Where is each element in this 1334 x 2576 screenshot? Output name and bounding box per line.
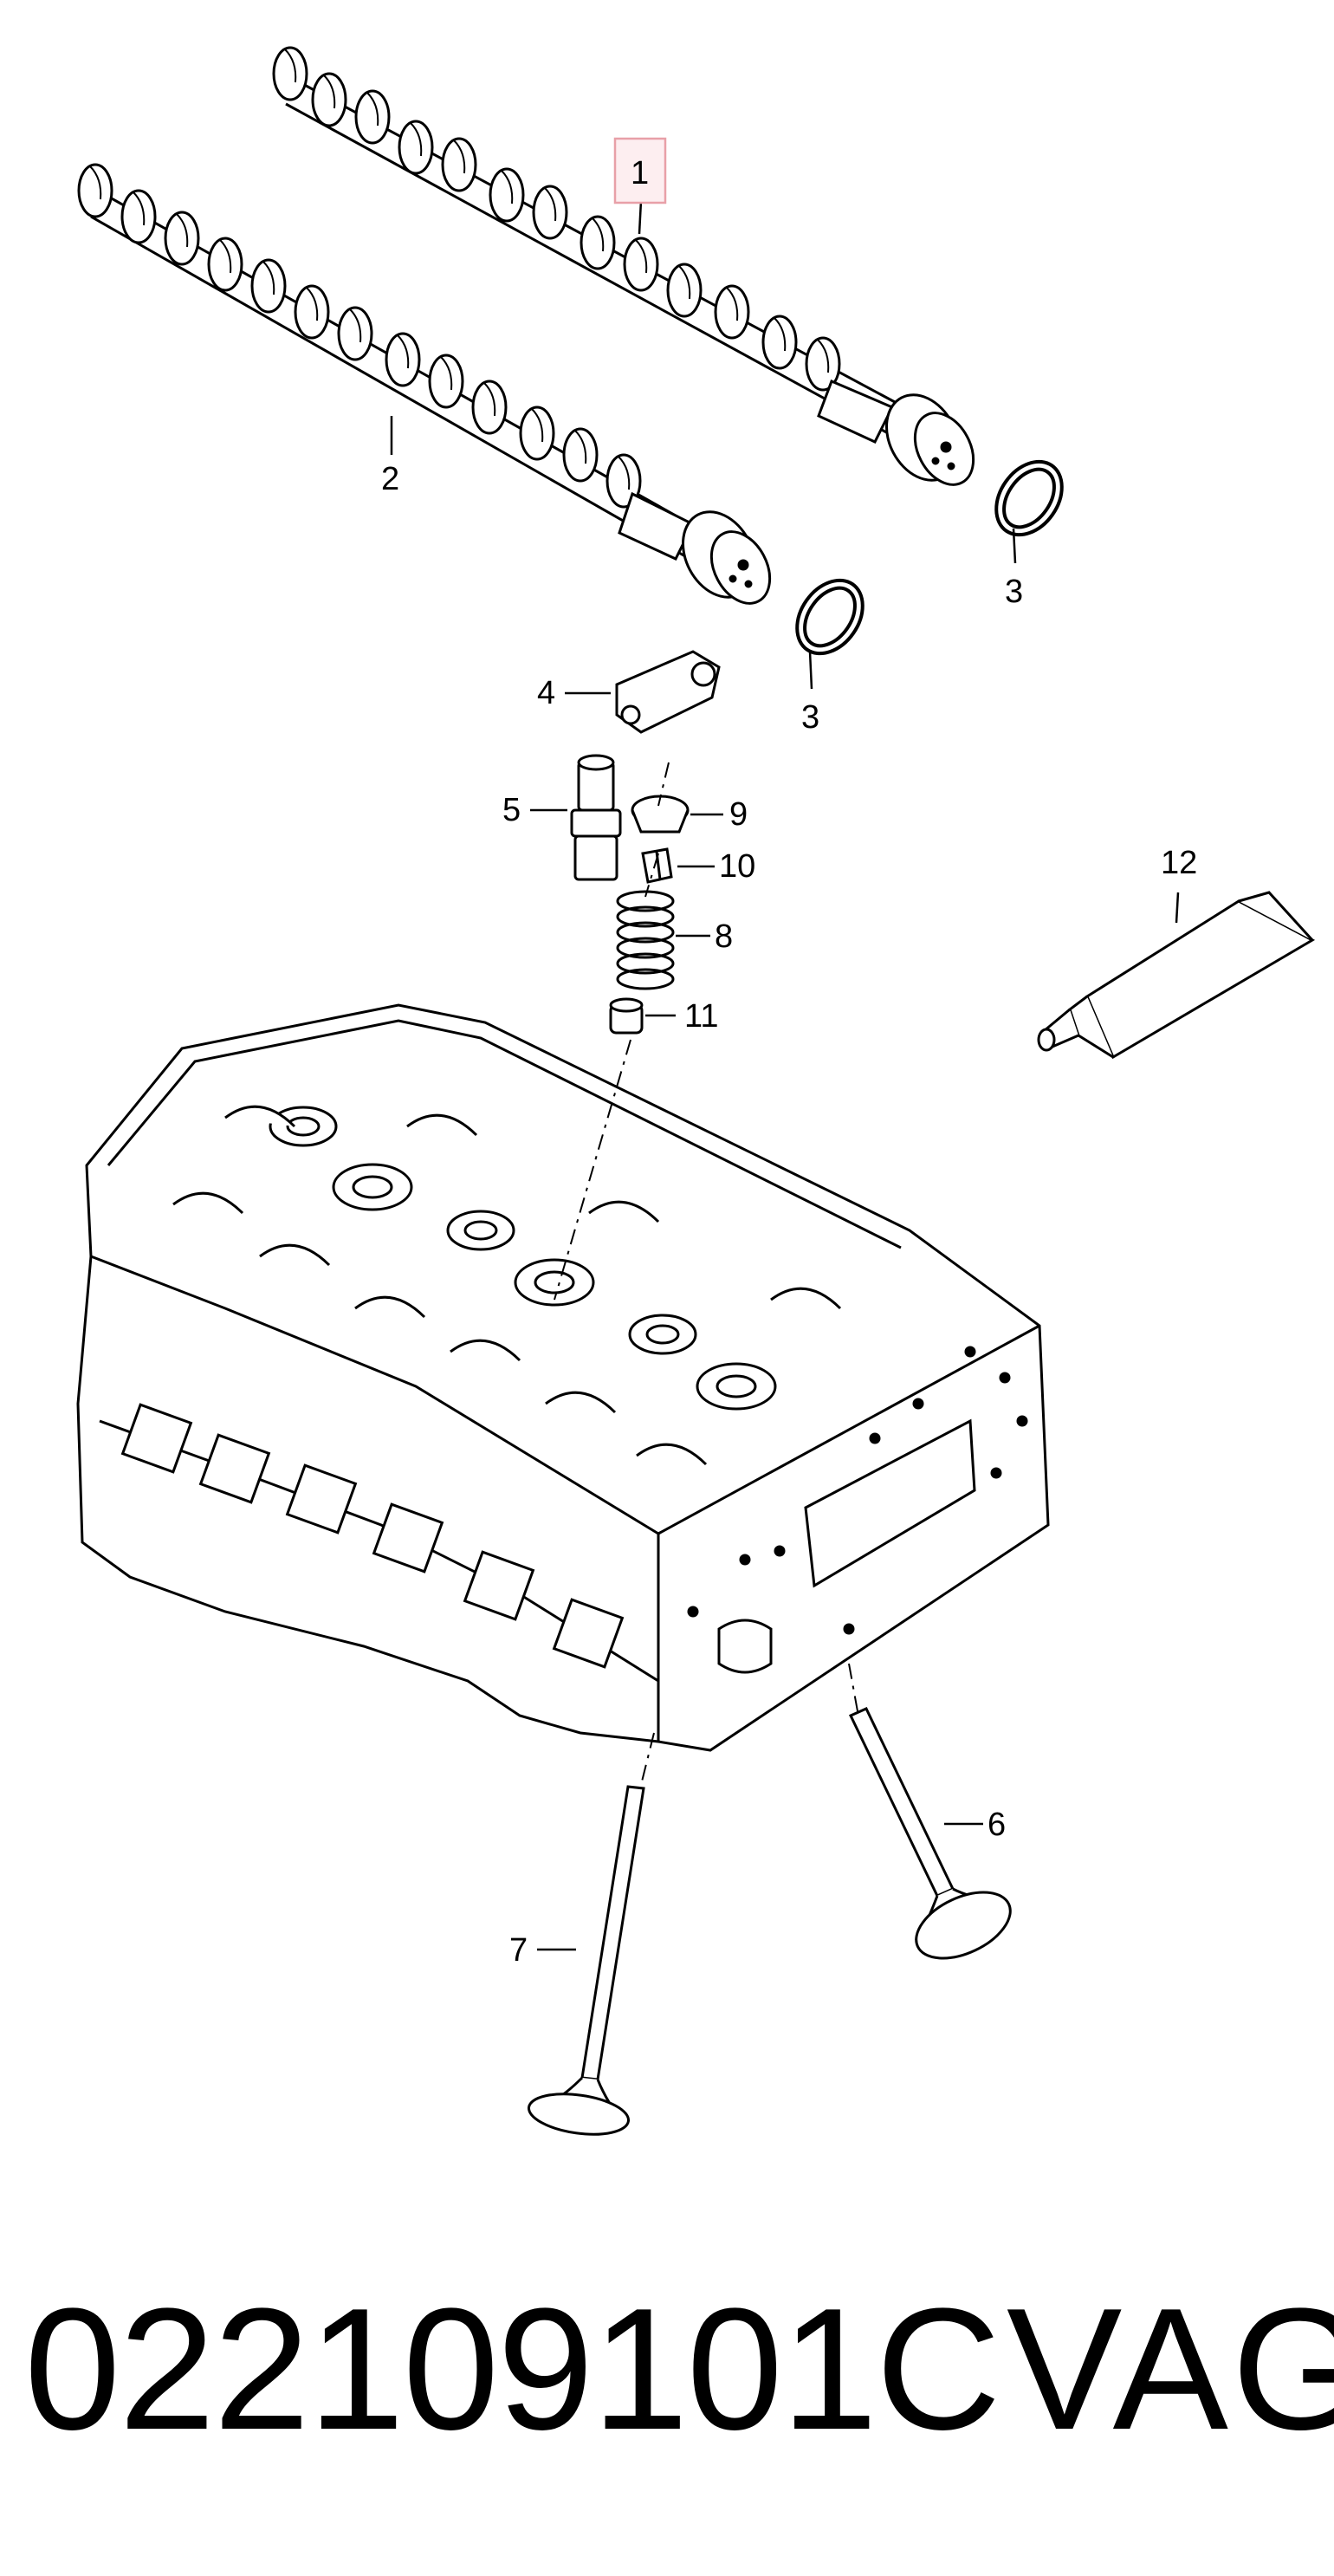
camshaft-2 [77,163,772,605]
callout-3-upper: 3 [1005,574,1023,610]
hydraulic-lifter [570,754,622,881]
part-number: 022109101C [24,2273,1001,2466]
callout-10: 10 [719,848,755,885]
callout-4: 4 [537,675,555,711]
exploded-parts-diagram: 1 2 3 3 4 5 6 7 8 9 10 11 12 [76,46,1316,2136]
camshaft-1 [272,46,975,486]
leader-lines [390,200,1180,1951]
callout-7: 7 [509,1932,528,1969]
intake-valve [527,1785,645,2136]
cylinder-head [76,1003,1050,1752]
roller-rocker-arm [615,650,721,734]
o-ring-lower [795,578,865,656]
callout-5: 5 [502,792,521,828]
callout-1-highlight [613,137,667,204]
callout-6: 6 [988,1807,1006,1843]
callout-9: 9 [729,796,748,833]
callout-11: 11 [684,998,718,1035]
valve-spring [616,890,675,990]
brand-label: VAG [1007,2273,1334,2466]
o-ring-upper [994,459,1064,537]
callout-2: 2 [381,461,399,497]
callout-1: 1 [631,155,649,191]
valve-stem-seal [609,997,644,1035]
callout-12: 12 [1161,845,1197,881]
callout-3-lower: 3 [801,699,819,736]
sealant-tube [1037,891,1316,1060]
valve-collet [641,847,673,884]
assembly-axis [554,762,858,1786]
exhaust-valve [848,1707,1012,1960]
callout-8: 8 [715,918,733,955]
